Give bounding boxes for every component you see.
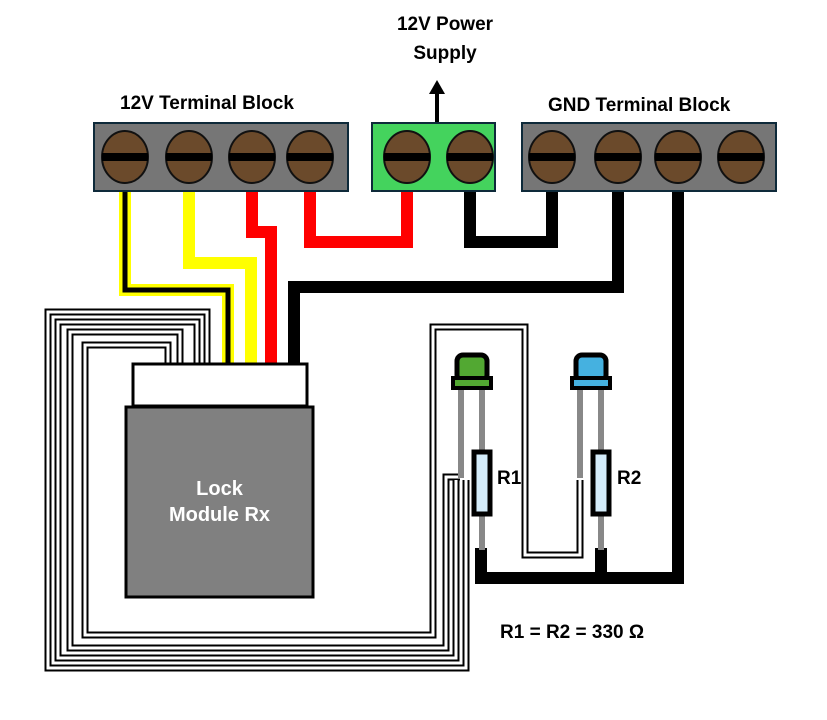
wire-yellow [183,185,257,364]
module-connector [131,362,309,408]
resistor-r1 [471,449,493,517]
wire-red-module [246,185,277,364]
r1-label: R1 [497,468,522,489]
wire-black-supply-gnd [464,185,558,248]
screw-icon [228,130,276,184]
screw-icon [717,130,765,184]
lock-module [124,405,315,599]
resistor-r2 [590,449,612,517]
power-supply-label-line2: Supply [413,43,477,64]
r2-label: R2 [617,468,642,489]
screw-icon [101,130,149,184]
wire-red-supply [304,185,413,248]
module-label: Lock Module Rx [126,476,313,528]
power-supply-label: 12V Power Supply [390,10,500,68]
led-green [451,352,493,550]
screws [101,130,765,184]
power-wires [119,185,684,584]
wire-black-module-gnd [288,185,624,364]
screw-icon [446,130,494,184]
signal-wires [44,308,584,672]
terminal-gnd-label: GND Terminal Block [548,95,731,116]
screw-icon [594,130,642,184]
led-blue [570,352,612,550]
module-label-line1: Lock [196,478,243,500]
screw-icon [528,130,576,184]
power-supply-label-line1: 12V Power [396,14,494,35]
resistor-note: R1 = R2 = 330 Ω [500,622,645,643]
wire-black-led-gnd [475,185,684,584]
screw-icon [654,130,702,184]
module-label-line2: Module Rx [168,504,271,526]
screw-icon [165,130,213,184]
screw-icon [286,130,334,184]
terminal-12v-label: 12V Terminal Block [120,93,294,114]
screw-icon [383,130,431,184]
